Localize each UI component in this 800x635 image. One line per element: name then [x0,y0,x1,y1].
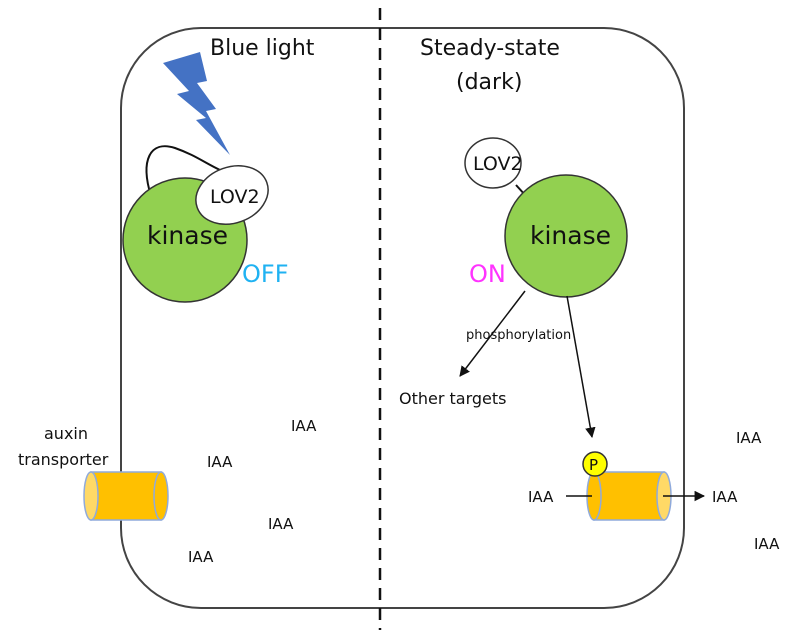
lov2-left [195,165,269,225]
iaa-label: IAA [754,535,780,553]
iaa-in-label: IAA [528,488,554,506]
blue-light-title: Blue light [210,36,315,61]
iaa-label: IAA [207,453,233,471]
linker-loop [145,145,221,197]
iaa-label: IAA [291,417,317,435]
lightning-bolt-icon [163,52,230,155]
iaa-label: IAA [268,515,294,533]
lov2-left-label: LOV2 [210,186,260,208]
arrow-to-transporter [566,295,596,439]
kinase-right [504,174,628,298]
phosphorylation-label: phosphorylation [466,328,571,343]
off-state-label: OFF [242,260,289,288]
auxin-transporter-left [83,471,169,521]
auxin-label: auxin [44,424,88,443]
on-state-label: ON [469,260,506,288]
iaa-label: IAA [736,429,762,447]
lov2-right [464,137,522,189]
kinase-left-label: kinase [147,221,228,250]
kinase-right-label: kinase [530,221,611,250]
lov2-right-label: LOV2 [473,153,523,175]
steady-state-title: Steady-state [420,36,560,61]
iaa-out-label: IAA [712,488,738,506]
arrow-to-other-targets [459,290,526,377]
transporter-label: transporter [18,450,109,469]
iaa-label: IAA [188,548,214,566]
phosphate-marker [582,451,608,477]
other-targets-label: Other targets [399,389,507,408]
phosphate-label: P [589,456,598,474]
cell-outline [120,27,685,609]
dark-subtitle: (dark) [456,70,522,95]
auxin-transporter-right [586,471,672,521]
